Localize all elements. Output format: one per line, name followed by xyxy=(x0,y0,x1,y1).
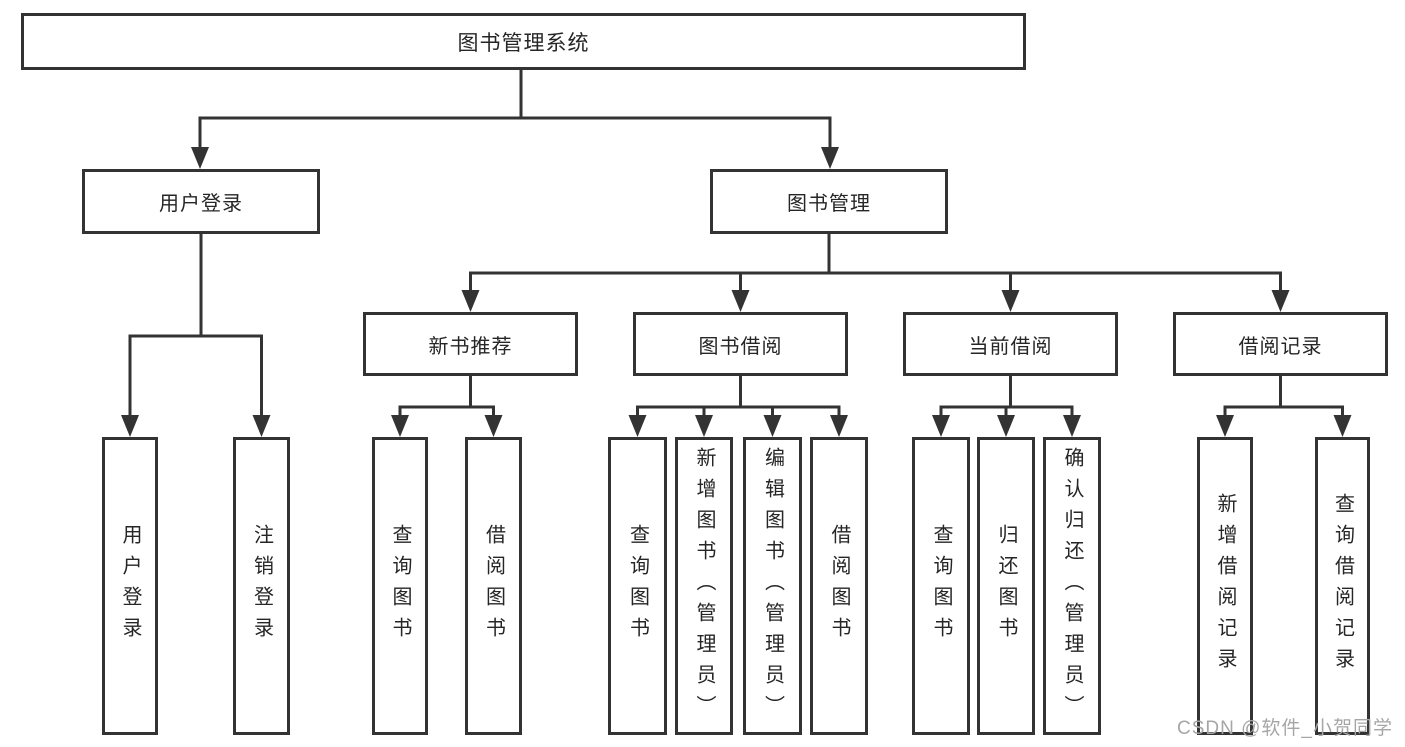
node-library-management-system: 图书管理系统 xyxy=(21,13,1026,70)
node-borrow-records: 借阅记录 xyxy=(1173,312,1388,376)
leaf-label: 编辑图书（管理员） xyxy=(761,446,784,726)
leaf-label: 查询图书 xyxy=(930,524,952,648)
node-label: 图书管理系统 xyxy=(457,31,590,55)
leaf-label: 查询图书 xyxy=(626,524,649,648)
leaf-label: 归还图书 xyxy=(995,524,1017,648)
leaf-label: 查询借阅记录 xyxy=(1331,493,1354,679)
node-new-book-recommend: 新书推荐 xyxy=(363,312,578,376)
node-user-login: 用户登录 xyxy=(82,169,320,234)
node-label: 借阅记录 xyxy=(1238,335,1323,358)
node-current-borrow: 当前借阅 xyxy=(903,312,1118,376)
leaf-edit-books-admin: 编辑图书（管理员） xyxy=(743,437,802,735)
node-book-management: 图书管理 xyxy=(710,169,948,234)
connector-segments xyxy=(128,70,1344,417)
leaf-return-books: 归还图书 xyxy=(977,437,1035,735)
node-label: 图书借阅 xyxy=(698,335,783,358)
arrowheads xyxy=(121,147,1352,437)
leaf-user-login: 用户登录 xyxy=(102,437,158,735)
leaf-query-books-borrow: 查询图书 xyxy=(608,437,667,735)
leaf-borrow-books-recommend: 借阅图书 xyxy=(465,437,522,735)
leaf-add-books-admin: 新增图书（管理员） xyxy=(675,437,733,735)
leaf-label: 借阅图书 xyxy=(828,524,850,648)
csdn-watermark: CSDN @软件_小贺同学 xyxy=(1177,718,1393,739)
leaf-borrow-books: 借阅图书 xyxy=(810,437,868,735)
leaf-label: 注销登录 xyxy=(250,524,273,648)
node-label: 当前借阅 xyxy=(968,335,1053,358)
node-label: 用户登录 xyxy=(159,193,243,215)
leaf-query-books-recommend: 查询图书 xyxy=(372,437,428,735)
leaf-label: 确认归还（管理员） xyxy=(1061,446,1083,726)
leaf-label: 新增借阅记录 xyxy=(1214,493,1236,679)
node-label: 新书推荐 xyxy=(428,335,513,358)
leaf-label: 借阅图书 xyxy=(482,524,505,648)
leaf-logout: 注销登录 xyxy=(233,437,290,735)
leaf-label: 查询图书 xyxy=(389,524,411,648)
leaf-confirm-return-admin: 确认归还（管理员） xyxy=(1043,437,1101,735)
leaf-label: 新增图书（管理员） xyxy=(693,446,715,726)
leaf-add-borrow-record: 新增借阅记录 xyxy=(1197,437,1253,735)
leaf-query-borrow-record: 查询借阅记录 xyxy=(1315,437,1370,735)
node-label: 图书管理 xyxy=(787,193,871,215)
leaf-query-books-current: 查询图书 xyxy=(912,437,970,735)
node-book-borrow: 图书借阅 xyxy=(633,312,848,376)
leaf-label: 用户登录 xyxy=(119,524,141,648)
